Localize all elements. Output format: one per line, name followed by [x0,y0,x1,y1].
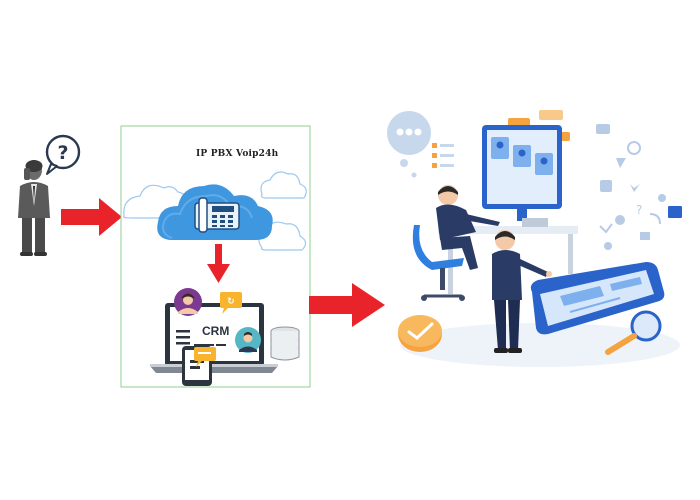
arrow-cloud-to-crm [207,244,230,283]
svg-text:?: ? [636,203,642,217]
question-bubble-icon: ? [45,134,81,175]
desk-phone-icon [194,197,240,233]
magnifier-icon [605,310,662,355]
svg-text:↻: ↻ [227,297,235,307]
large-smartphone-icon [530,262,665,335]
cloud-outline-right-top [260,171,307,199]
call-center-agents-icon [387,110,680,367]
arrow-caller-to-pbx [61,198,122,236]
avatar-female-icon [174,288,202,316]
avatar-male-icon [235,327,261,353]
chat-bubble-top-icon: ↻ [220,292,242,314]
svg-text:?: ? [57,142,68,164]
database-icon [270,326,300,361]
chat-bubble-bottom-icon [194,347,216,367]
pbx-title: IP PBX Voip24h [196,149,279,159]
arrow-pbx-to-callcenter [309,283,385,327]
decorative-floating-icons: ? [596,124,682,250]
caller-person-icon [18,160,50,256]
crm-label: CRM [202,324,230,338]
cloud-outline-left [123,184,188,219]
